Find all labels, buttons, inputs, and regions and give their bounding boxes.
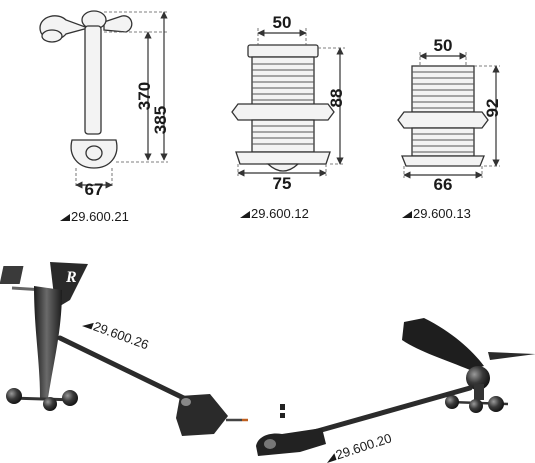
triangle-marker-icon — [327, 453, 337, 463]
product-code-29-600-21: 29.600.21 — [71, 209, 129, 224]
dimension-top-width-label: 50 — [273, 13, 292, 32]
dimension-total-height-label: 385 — [151, 106, 170, 134]
cup-right — [62, 390, 78, 406]
dimension-height-label: 92 — [483, 99, 502, 118]
dimension-height-label: 88 — [327, 89, 346, 108]
anemometer-mast — [84, 25, 102, 135]
dimension-flange-width-label: 66 — [434, 175, 453, 194]
dimension-height-label: 370 — [135, 82, 154, 110]
thread-lines-upper — [412, 71, 474, 109]
product-29-600-20-image — [256, 318, 535, 456]
product-29-600-13-drawing: 50 92 66 — [397, 36, 502, 194]
mounting-arm — [297, 385, 473, 439]
product-29-600-12-drawing: 50 88 75 — [231, 13, 346, 193]
wind-vane-body — [34, 286, 62, 398]
dimension-base-width-label: 67 — [85, 180, 104, 199]
brand-logo: R — [0, 266, 77, 286]
product-29-600-21-drawing: 370 385 67 — [39, 10, 170, 199]
mounting-arm — [57, 335, 199, 407]
cup-right — [488, 396, 504, 412]
triangle-marker-icon — [402, 211, 412, 218]
triangle-marker-icon — [240, 211, 250, 218]
dimension-flange-width-label: 75 — [273, 174, 292, 193]
svg-text:R: R — [65, 269, 77, 286]
product-code-29-600-20: 29.600.20 — [334, 430, 394, 462]
cup-left — [445, 395, 459, 409]
product-code-29-600-12: 29.600.12 — [251, 206, 309, 221]
triangle-marker-icon — [60, 214, 70, 221]
cup-left — [6, 388, 22, 404]
cup-center — [469, 399, 483, 413]
wind-vane-fin — [402, 318, 484, 370]
cup-center — [43, 397, 57, 411]
thread-lines-lower — [252, 125, 314, 145]
thread-lines-upper — [252, 63, 314, 101]
product-code-29-600-13: 29.600.13 — [413, 206, 471, 221]
triangle-marker-icon — [82, 322, 94, 330]
thread-lines-lower — [412, 133, 474, 153]
product-29-600-26-image: R — [0, 262, 248, 436]
product-code-29-600-26: 29.600.26 — [91, 318, 150, 352]
anemometer-cups — [39, 10, 133, 43]
dimension-top-width-label: 50 — [434, 36, 453, 55]
mounting-bracket — [256, 428, 326, 456]
